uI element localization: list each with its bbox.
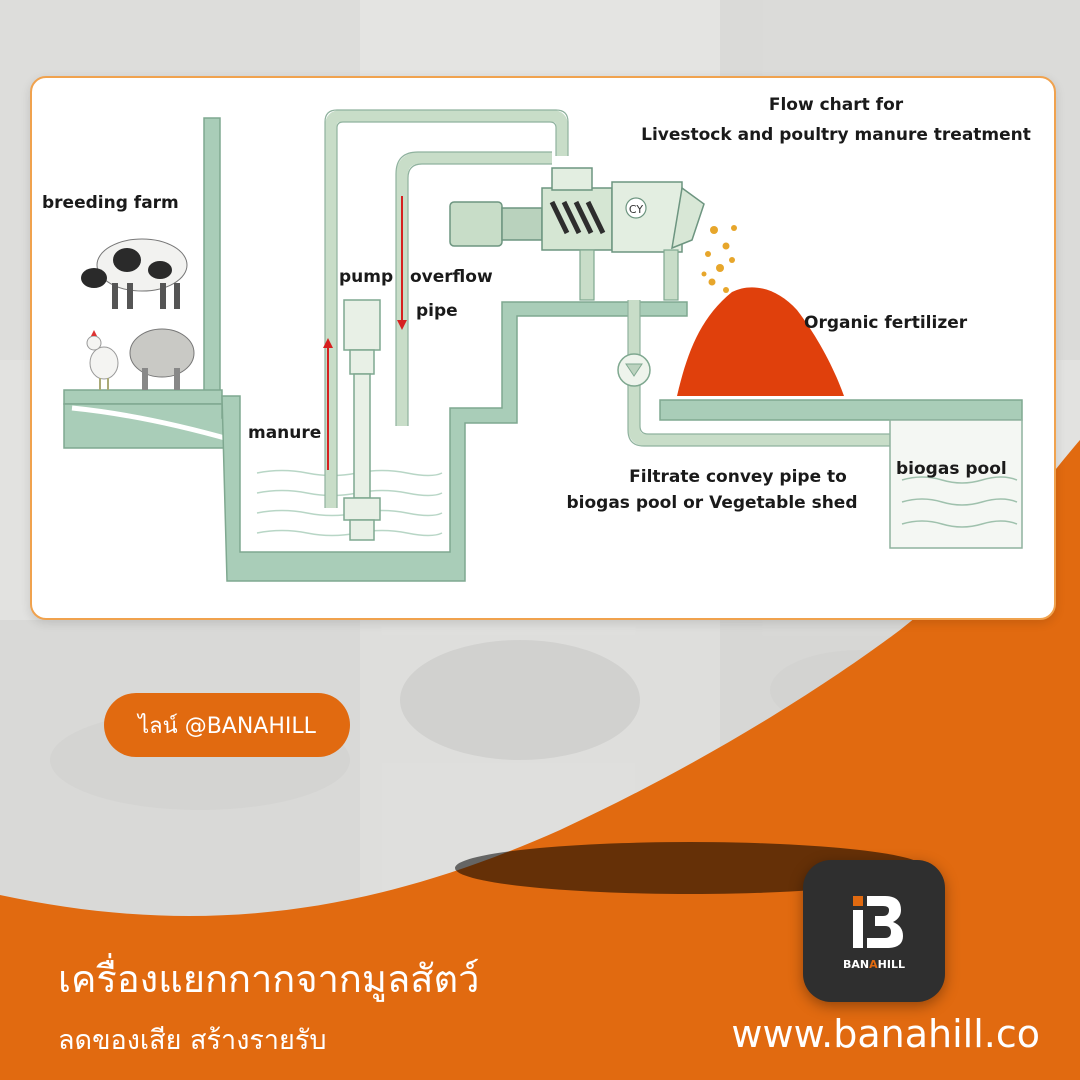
label-breeding-farm: breeding farm	[42, 193, 179, 213]
label-biogas-pool: biogas pool	[896, 459, 1007, 479]
logo-wordmark: BANAHILL	[843, 958, 905, 971]
diagram-title-line2: Livestock and poultry manure treatment	[641, 125, 1031, 145]
headline: เครื่องแยกกากจากมูลสัตว์	[58, 948, 479, 1009]
manure-treatment-diagram: CY Flo	[32, 78, 1054, 618]
fertilizer-floor	[660, 400, 1022, 420]
overflow-pipe	[402, 158, 552, 426]
flow-chart-card: CY Flo	[30, 76, 1056, 620]
label-manure: manure	[248, 423, 321, 443]
website-link[interactable]: www.banahill.co	[731, 1012, 1040, 1056]
label-pump: pump	[339, 267, 393, 287]
pump-icon	[344, 300, 380, 540]
valve-icon	[618, 354, 650, 386]
label-pipe: pipe	[416, 301, 458, 321]
biogas-pool-tank	[890, 420, 1022, 548]
chicken-icon	[87, 330, 118, 390]
farm-wall	[204, 118, 220, 408]
organic-fertilizer-pile	[677, 287, 844, 396]
diagram-title-line1: Flow chart for	[769, 95, 904, 115]
label-filtrate-line1: Filtrate convey pipe to	[629, 467, 847, 487]
label-organic-fertilizer: Organic fertilizer	[804, 313, 968, 333]
banahill-logo-icon: BANAHILL	[803, 860, 945, 1002]
banahill-logo: BANAHILL	[803, 860, 945, 1002]
label-filtrate-line2: biogas pool or Vegetable shed	[566, 493, 857, 513]
fertilizer-particles	[702, 225, 738, 293]
subline: ลดของเสีย สร้างรายรับ	[58, 1018, 327, 1061]
label-overflow: overflow	[410, 267, 493, 287]
farm-floor	[64, 390, 222, 404]
machine-mark: CY	[629, 203, 643, 216]
line-contact-badge[interactable]: ไลน์ @BANAHILL	[104, 693, 350, 757]
cow-icon	[81, 239, 187, 309]
overflow-pipe-outline	[396, 152, 552, 426]
pig-icon	[130, 329, 194, 390]
